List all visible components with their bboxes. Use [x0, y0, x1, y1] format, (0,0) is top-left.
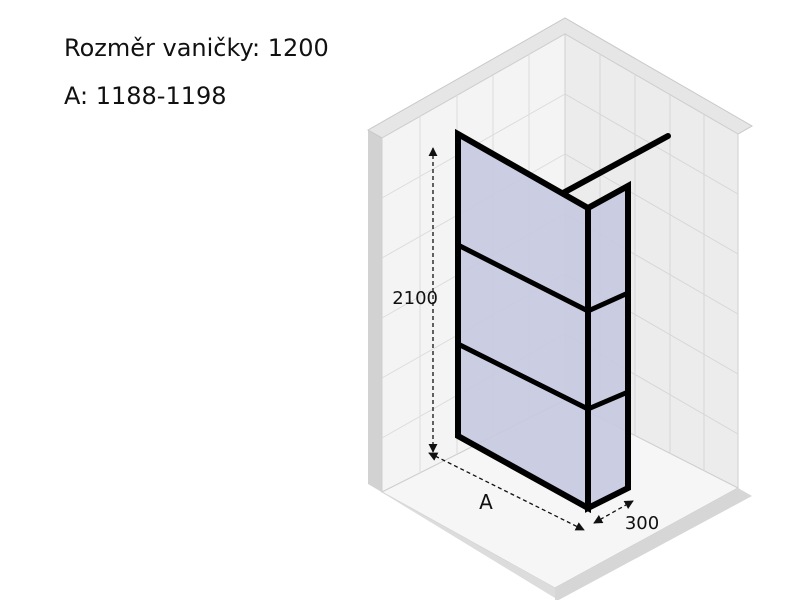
width-label: A	[479, 490, 493, 514]
right-wall-tiles	[564, 54, 739, 471]
shower-panel	[455, 128, 671, 514]
depth-label: 300	[625, 513, 659, 534]
left-wall-edge	[368, 130, 382, 492]
a-range-label: A: 1188-1198	[64, 82, 227, 110]
side-frame-bar-1	[586, 290, 630, 314]
depth-dimension: 300	[593, 500, 659, 534]
height-dimension: 2100	[392, 147, 438, 453]
width-dimension: A	[428, 452, 585, 531]
floor-edge-left	[368, 484, 555, 598]
side-frame-bar-2	[587, 389, 629, 412]
main-frame-bar-1	[456, 242, 590, 314]
floor-edge-right	[555, 488, 752, 600]
support-bar	[560, 133, 671, 196]
main-frame-bar-2	[456, 341, 590, 412]
height-label: 2100	[392, 288, 438, 309]
side-glass	[585, 180, 631, 513]
tray-size-label: Rozměr vaničky: 1200	[64, 34, 329, 62]
